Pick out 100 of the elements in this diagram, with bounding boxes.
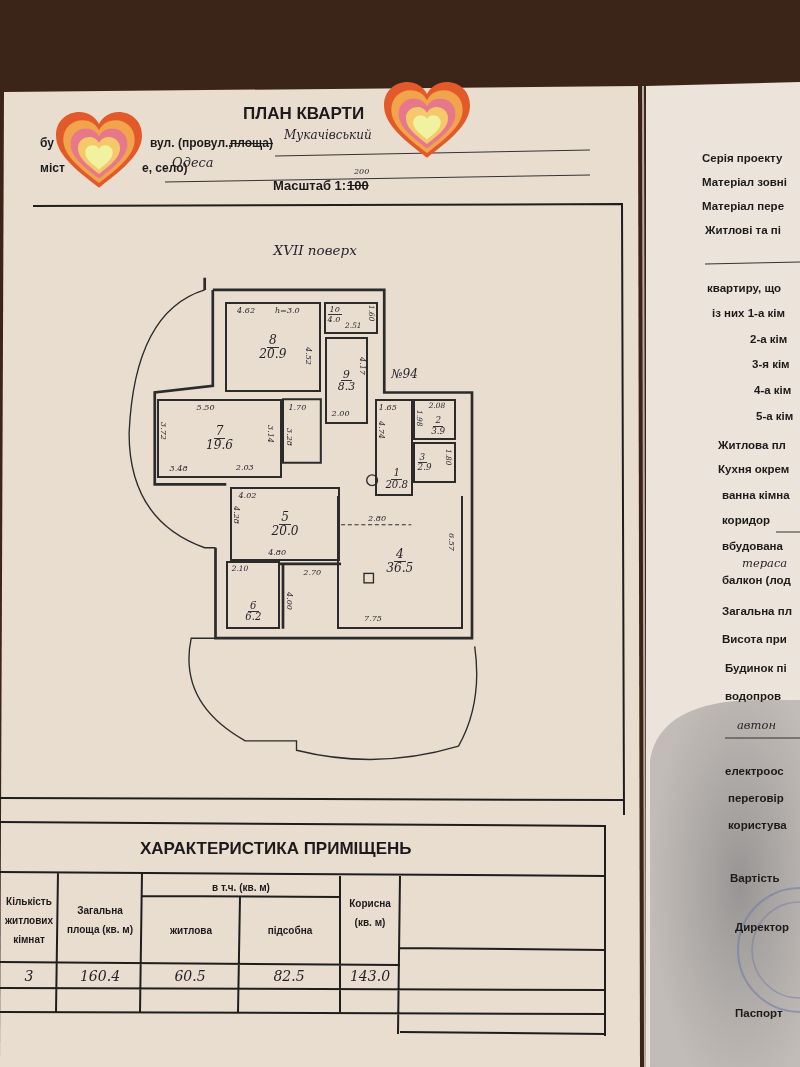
room-outline [412,442,456,483]
room-number: 3 [417,452,428,464]
table-value: 82.5 [272,966,306,986]
room-number: 1 [391,468,402,480]
room-area: 36.5 [386,562,414,575]
dimension-label: 4.28 [233,505,242,524]
form-text: 4-а кім [754,385,792,397]
dimension-label: 4.80 [268,547,287,556]
table-value: 143.0 [348,966,392,986]
handwritten-text: 200 [354,168,370,176]
handwritten-text: XVII поверх [273,244,357,258]
form-text: Директор [735,922,789,934]
form-text: квартиру, що [707,283,781,295]
dimension-label: 4.52 [304,346,313,365]
dimension-label: 4.62 [237,306,256,315]
form-text: міст [40,162,65,174]
form-text: Висота при [722,634,787,646]
room-number: 2 [433,416,443,427]
dimension-label: 6.57 [447,532,456,551]
room-number: 9 [341,368,352,381]
dimension-label: 2.70 [303,568,322,577]
room-number: 10 [327,305,342,315]
dimension-label: 1.70 [288,403,307,412]
room-number: 8 [267,334,279,348]
room-number: 4 [393,548,406,563]
dimension-label: 7.75 [364,613,383,622]
room-outline [412,399,456,440]
dimension-label: 3.72 [160,422,169,441]
form-text: Житлова пл [718,440,786,452]
form-text: Будинок пі [725,663,787,675]
column-header: підсобна [266,923,314,938]
dimension-label: 4.17 [358,357,367,376]
dimension-label: 1.65 [378,403,397,412]
dimension-label: 4.74 [377,420,386,439]
form-text: ХАРАКТЕРИСТИКА ПРИМІЩЕНЬ [140,840,412,857]
form-text: Загальна пл [722,606,792,618]
form-text: вбудована [722,541,783,553]
form-text: Паспорт [735,1008,783,1020]
form-text: Матеріал зовні [702,177,787,189]
table-value: 160.4 [78,966,122,986]
column-header: Загальна площа (кв. м) [65,904,134,937]
form-text: електроос [725,766,784,778]
dimension-label: 5.50 [196,403,215,412]
form-text: переговір [728,793,784,805]
form-text: із них 1-а кім [712,308,785,320]
room-number: 5 [279,510,291,525]
form-text: Серія проекту [702,153,783,165]
room-outline [230,487,340,562]
dimension-label: 2.80 [368,514,387,523]
form-text: 3-я кім [752,359,790,371]
form-text: вул. (провул., [150,137,232,149]
dimension-label: 3.14 [266,424,275,443]
handwritten-text: автон [737,720,776,732]
form-text: бу [40,137,54,149]
form-text: водопров [725,691,782,703]
form-text: 5-а кім [756,411,794,423]
form-text: Кухня окрем [718,464,790,476]
room-area: 4.0 [327,314,341,323]
dimension-label: 2.03 [235,462,254,471]
dimension-label: 4.02 [238,491,257,500]
column-header: Корисна (кв. м) [348,897,392,930]
room-number: 7 [213,425,226,439]
form-text: користува [728,820,787,832]
form-title: ПЛАН КВАРТИ [243,105,365,122]
room-area: 3.9 [431,426,446,436]
handwritten-text: тераса [742,558,788,570]
room-outline [226,561,281,629]
form-text: 2-а кім [750,334,788,346]
form-text: Житлові та пі [705,225,781,237]
column-header: в т.ч. (кв. м) [211,880,271,895]
handwritten-text: №94 [391,368,418,381]
room-outline [224,302,321,393]
form-text: коридор [722,515,771,527]
form-text: Вартість [730,873,780,885]
form-text: ванна кімна [722,490,790,502]
room-area: 19.6 [206,438,234,452]
room-area: 20.0 [271,524,299,538]
table-value: 60.5 [173,966,207,986]
room-number: 6 [248,600,259,613]
room-outline [157,399,282,478]
room-area: 6.2 [245,612,262,623]
dimension-label: 2.00 [331,408,350,417]
room-area: 20.9 [259,347,287,361]
room-area: 2.9 [417,463,432,473]
dimension-label: h=3.0 [274,306,300,315]
dimension-label: 3.48 [169,464,188,473]
column-header: Кількість житлових кімнат [3,894,55,947]
form-text: балкон (лод [722,575,791,587]
form-text: 100 [347,179,369,192]
room-outline [324,337,369,424]
column-header: житлова [169,923,213,938]
form-text: площа) [230,137,273,149]
room-outline [323,302,378,335]
handwritten-text: Мукачівський [284,129,372,141]
room-area: 8.3 [337,380,355,393]
form-text: Матеріал пере [702,201,785,213]
room-outline [337,496,463,629]
form-text: Масштаб 1: [273,179,347,192]
room-outline [374,399,413,497]
table-value: 3 [23,966,35,986]
